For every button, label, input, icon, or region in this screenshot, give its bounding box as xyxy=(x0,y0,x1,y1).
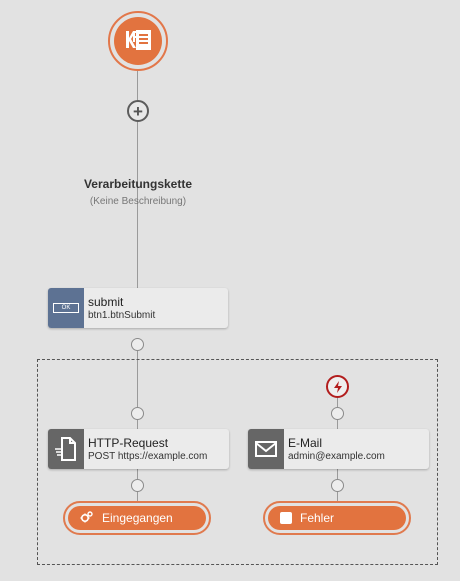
connector-port[interactable] xyxy=(331,407,344,420)
chain-title: Verarbeitungskette xyxy=(83,177,193,191)
form-root-badge[interactable] xyxy=(108,11,168,71)
form-icon xyxy=(114,17,162,65)
result-label: Fehler xyxy=(300,511,335,525)
connector-line xyxy=(137,68,138,102)
connector-line xyxy=(337,491,338,501)
connector-line xyxy=(337,419,338,429)
add-step-button[interactable]: + xyxy=(127,100,149,122)
email-node[interactable]: E-Mail admin@example.com xyxy=(248,429,429,469)
connector-line xyxy=(337,469,338,479)
http-request-node[interactable]: HTTP-Request POST https://example.com xyxy=(48,429,229,469)
connector-line xyxy=(137,491,138,501)
node-subtitle: btn1.btnSubmit xyxy=(88,309,156,321)
connector-port[interactable] xyxy=(131,407,144,420)
connector-line xyxy=(137,121,138,288)
result-label: Eingegangen xyxy=(102,511,173,525)
node-subtitle: admin@example.com xyxy=(288,450,385,462)
connector-port[interactable] xyxy=(331,479,344,492)
envelope-icon xyxy=(248,429,284,469)
error-trigger-icon[interactable] xyxy=(326,375,349,398)
parallel-group xyxy=(37,359,438,565)
connector-line xyxy=(137,469,138,479)
error-result-button[interactable]: Fehler xyxy=(263,501,411,535)
gears-icon xyxy=(80,510,94,527)
node-subtitle: POST https://example.com xyxy=(88,450,208,462)
connector-port[interactable] xyxy=(131,338,144,351)
square-icon xyxy=(280,512,292,524)
node-title: E-Mail xyxy=(288,435,323,450)
connector-port[interactable] xyxy=(131,479,144,492)
document-send-icon xyxy=(48,429,84,469)
chain-description: (Keine Beschreibung) xyxy=(89,196,187,207)
connector-line xyxy=(137,419,138,429)
received-result-button[interactable]: Eingegangen xyxy=(63,501,211,535)
ok-button-icon: OK xyxy=(48,288,84,328)
connector-line xyxy=(337,397,338,407)
node-title: submit xyxy=(88,294,124,309)
node-title: HTTP-Request xyxy=(88,435,169,450)
submit-node[interactable]: OK submit btn1.btnSubmit xyxy=(48,288,228,328)
plus-icon: + xyxy=(133,101,143,121)
connector-line xyxy=(137,350,138,407)
